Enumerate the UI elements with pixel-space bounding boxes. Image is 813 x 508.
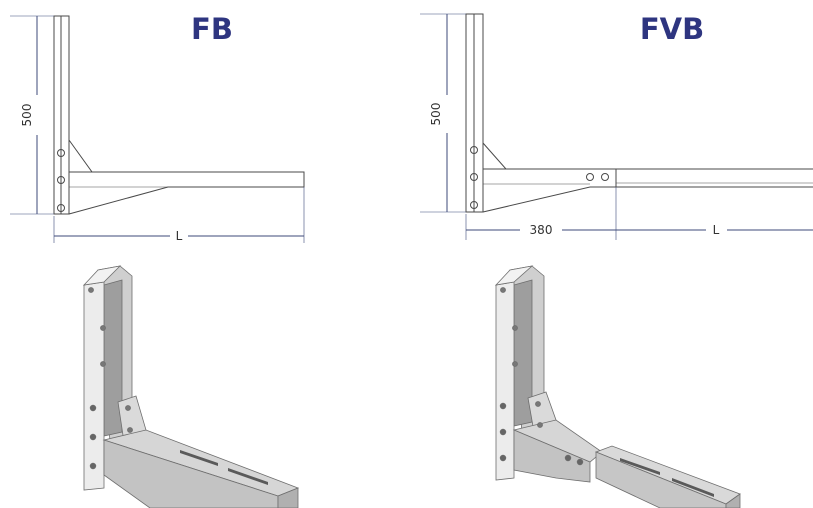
- fvb-drawing: [465, 13, 813, 213]
- fvb-title: FVB: [640, 12, 704, 46]
- fb-3d-render: [82, 265, 300, 508]
- fvb-height-dimension: [420, 13, 466, 213]
- fb-title: FB: [191, 12, 233, 46]
- fb-height-label: 500: [20, 104, 34, 127]
- fb-drawing: [53, 15, 305, 215]
- fvb-height-label: 500: [429, 103, 443, 126]
- fvb-length-dimension: [465, 187, 813, 240]
- fb-length-label: L: [176, 229, 183, 243]
- fb-height-dimension: [10, 15, 54, 215]
- fb-length-dimension: [53, 187, 305, 243]
- fvb-length-label: L: [713, 223, 720, 237]
- fvb-3d-render: [494, 265, 741, 508]
- fvb-fixed-length-label: 380: [530, 223, 553, 237]
